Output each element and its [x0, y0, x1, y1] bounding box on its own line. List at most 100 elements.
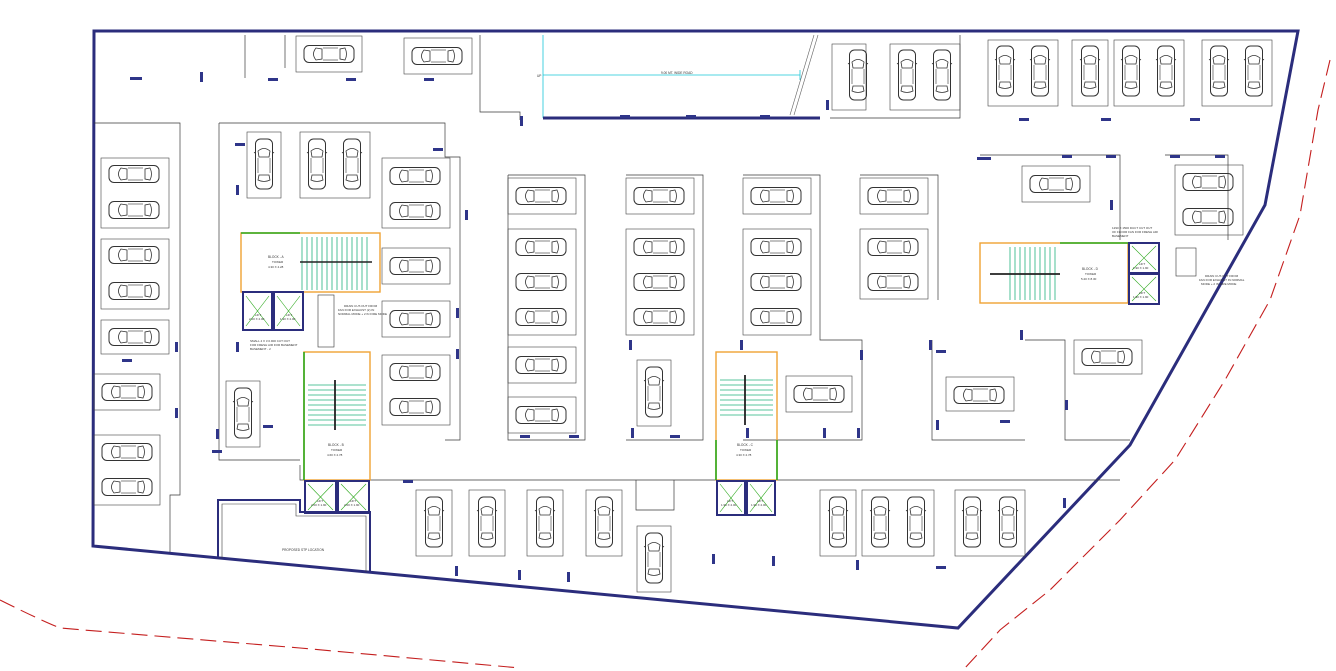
bay-v-19 — [861, 489, 935, 557]
column-mark — [175, 342, 178, 352]
note-cutout-a-2: FOR FRESH AIR FOR BASEMENT — [250, 343, 298, 347]
car-icon — [306, 138, 328, 190]
stair-icon — [990, 247, 1060, 300]
bay-v-12 — [636, 359, 672, 427]
car-icon — [593, 496, 615, 548]
bay-h-16 — [742, 177, 812, 215]
car-icon — [931, 49, 953, 101]
note-shaft-d-3: MODE + 2 IN FIRE MODE — [1201, 282, 1236, 286]
lift-icon — [746, 480, 776, 516]
column-mark — [569, 435, 579, 438]
bay-v-06 — [1071, 39, 1109, 107]
column-mark — [856, 560, 859, 570]
lift-icon — [242, 291, 273, 331]
column-mark — [772, 556, 775, 566]
car-icon — [750, 237, 802, 257]
car-icon — [108, 164, 160, 184]
column-mark — [1062, 155, 1072, 158]
column-mark — [746, 428, 749, 438]
column-mark — [346, 78, 356, 81]
column-mark — [1215, 155, 1225, 158]
column-mark — [455, 566, 458, 576]
car-icon — [997, 496, 1019, 548]
note-shaft-d-2: FAN FOR EXHAUST IN NORMAL — [1199, 278, 1245, 282]
car-icon — [1155, 45, 1177, 97]
column-mark — [403, 480, 413, 483]
bay-h-18 — [859, 177, 929, 215]
column-mark — [200, 72, 203, 82]
bay-h-08 — [381, 300, 451, 338]
car-icon — [389, 309, 441, 329]
column-mark — [977, 157, 991, 160]
block-d-sub: TOWER — [1085, 272, 1097, 276]
column-mark — [520, 435, 530, 438]
note-shaft-a-3: NORMAL MODE + 2 IN FIRE MODE — [338, 312, 387, 316]
bay-v-07 — [1113, 39, 1185, 107]
block-a-sub: TOWER — [272, 260, 284, 264]
block-a-size: 4.30 X 4.28 — [268, 265, 284, 269]
lift-c2-size: 1.90 X 2.00 — [751, 503, 767, 507]
lift-icon — [273, 291, 304, 331]
column-mark — [263, 425, 273, 428]
lift-a2-size: 1.90 X 2.00 — [280, 317, 296, 321]
note-cutout-a-1: SMALL 4 X 3 0.900 CUT OUT — [250, 339, 290, 343]
column-mark — [567, 572, 570, 582]
car-icon — [953, 385, 1005, 405]
bay-h-10 — [507, 177, 577, 215]
car-icon — [1029, 45, 1051, 97]
column-mark — [236, 342, 239, 352]
car-icon — [389, 256, 441, 276]
column-mark — [686, 115, 696, 118]
bay-v-13 — [415, 489, 453, 557]
car-icon — [341, 138, 363, 190]
ramp: 9.00 MT. WIDE ROAD UP — [537, 34, 820, 120]
note-cutout-a-3: BASEMENT - 2 — [250, 347, 271, 351]
column-mark — [1190, 118, 1200, 121]
car-icon — [423, 496, 445, 548]
column-mark — [936, 420, 939, 430]
car-icon — [515, 307, 567, 327]
stp-area: PROPOSED STP LOCATION — [217, 499, 371, 572]
car-icon — [867, 272, 919, 292]
bay-h-02 — [100, 238, 170, 310]
note-cutout-d-2: OF FLOOR FAN FOR FRESH AIR — [1112, 230, 1159, 234]
bay-h-20 — [785, 375, 853, 413]
column-mark — [268, 78, 278, 81]
car-icon — [750, 186, 802, 206]
lift-icon — [716, 480, 746, 516]
block-b-sub: TOWER — [331, 448, 343, 452]
car-icon — [108, 281, 160, 301]
column-mark — [1101, 118, 1111, 121]
column-mark — [216, 429, 219, 439]
column-mark — [520, 116, 523, 126]
car-icon — [750, 307, 802, 327]
car-icon — [1029, 174, 1081, 194]
note-shaft-a-1: DRAIN CUT-OUT FROM — [344, 304, 378, 308]
column-mark — [1020, 330, 1023, 340]
column-mark — [1065, 400, 1068, 410]
column-mark — [236, 185, 239, 195]
car-icon — [101, 477, 153, 497]
lift-d1-name: LIFT — [1139, 262, 1145, 266]
lift-a1-size: 2.00 X 2.00 — [249, 317, 265, 321]
car-icon — [303, 44, 355, 64]
car-icon — [1208, 45, 1230, 97]
column-mark — [1019, 118, 1029, 121]
block-d-core: BLOCK - D TOWER 5.20 X 8.30 LIFT 1.90 X … — [979, 226, 1245, 305]
bay-h-01 — [100, 157, 170, 229]
car-icon — [515, 405, 567, 425]
bay-h-04 — [93, 373, 161, 411]
bay-h-21 — [1021, 165, 1091, 203]
note-cutout-d-1: 1290 X 1500 DUCT CUT OUT — [1112, 226, 1152, 230]
car-icon — [515, 272, 567, 292]
column-mark — [1000, 420, 1010, 423]
car-icon — [869, 496, 891, 548]
bay-v-04 — [889, 43, 961, 111]
car-icon — [1182, 207, 1234, 227]
block-b-core: BLOCK - B TOWER 4.60 X 2.78 LIFT 2.00 X … — [303, 351, 371, 514]
stp-label: PROPOSED STP LOCATION — [282, 548, 325, 552]
car-icon — [108, 327, 160, 347]
bay-h-13 — [507, 396, 577, 434]
car-icon — [1081, 347, 1133, 367]
car-icon — [827, 496, 849, 548]
